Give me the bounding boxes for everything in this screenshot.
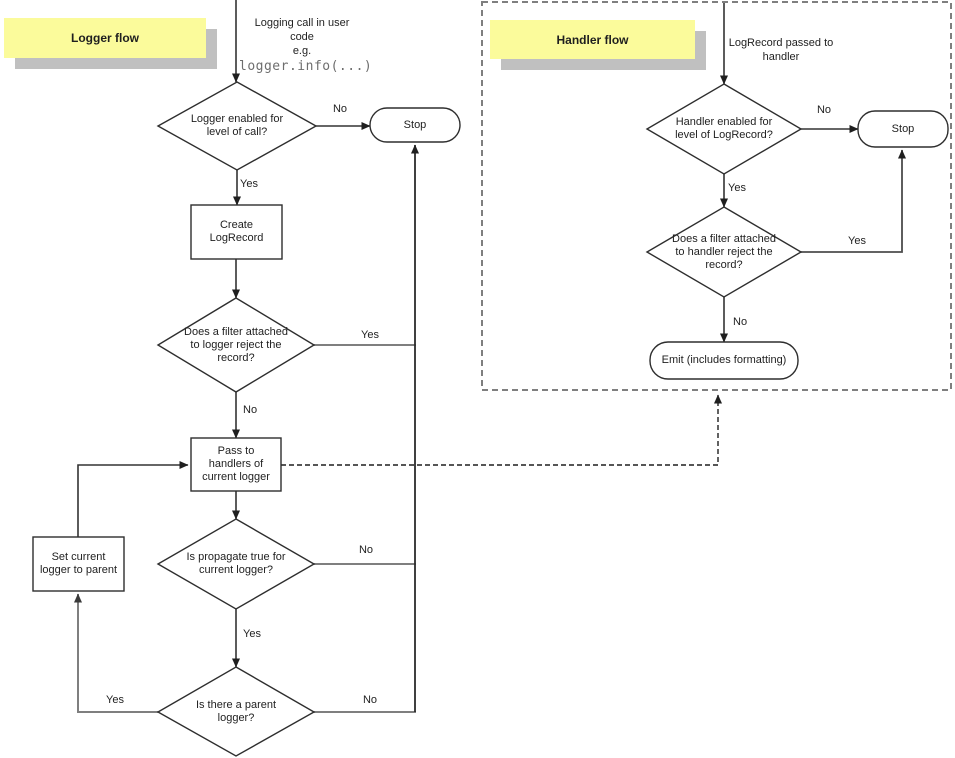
label-filter-yes: Yes bbox=[361, 329, 379, 341]
decision-logger-filter bbox=[156, 297, 316, 393]
terminator-emit-label: Emit (includes formatting) bbox=[661, 354, 787, 366]
process-pass-to-handlers-label: Pass to handlers of current logger bbox=[202, 445, 270, 483]
process-pass-to-handlers bbox=[190, 437, 282, 492]
decision-propagate bbox=[156, 518, 316, 610]
label-hfilter-yes: Yes bbox=[848, 235, 866, 247]
decision-logger-enabled-label: Logger enabled for level of call? bbox=[190, 113, 284, 138]
label-propagate-no: No bbox=[358, 544, 374, 556]
decision-parent-logger-label: Is there a parent logger? bbox=[195, 698, 277, 724]
logger-start-text: Logging call in user code e.g. bbox=[254, 17, 350, 57]
edge-hfilter-yes-to-stop bbox=[801, 149, 906, 253]
handler-start-text: LogRecord passed to handler bbox=[728, 37, 834, 63]
decision-handler-enabled-label: Handler enabled for level of LogRecord? bbox=[675, 116, 773, 141]
logger-start-code: logger.info(...) bbox=[239, 59, 373, 74]
decision-handler-enabled bbox=[645, 83, 803, 175]
decision-handler-filter bbox=[645, 206, 803, 298]
label-parent-yes: Yes bbox=[106, 694, 124, 706]
handler-flow-frame bbox=[481, 1, 952, 391]
decision-parent-logger bbox=[156, 666, 316, 757]
terminator-stop-logger-label: Stop bbox=[403, 118, 427, 131]
terminator-stop-logger bbox=[369, 107, 461, 143]
label-henabled-yes: Yes bbox=[728, 182, 746, 194]
terminator-stop-handler bbox=[857, 110, 949, 148]
terminator-stop-handler-label: Stop bbox=[891, 122, 915, 135]
handler-flow-title: Handler flow bbox=[490, 20, 695, 59]
label-propagate-yes: Yes bbox=[243, 628, 261, 640]
edge-setparent-to-pass bbox=[77, 461, 189, 537]
process-set-current-logger bbox=[32, 536, 125, 592]
label-filter-no: No bbox=[243, 404, 258, 416]
label-henabled-no: No bbox=[816, 104, 832, 116]
process-set-current-logger-label: Set current logger to parent bbox=[39, 551, 118, 576]
decision-logger-filter-label: Does a filter attached to logger reject … bbox=[184, 325, 288, 364]
label-hfilter-no: No bbox=[733, 316, 748, 328]
decision-propagate-label: Is propagate true for current logger? bbox=[186, 551, 286, 576]
process-create-logrecord bbox=[190, 204, 283, 260]
label-enabled-yes: Yes bbox=[240, 178, 258, 190]
label-parent-no: No bbox=[362, 694, 378, 706]
edge-parent-yes-to-setparent bbox=[74, 593, 158, 713]
decision-handler-filter-label: Does a filter attached to handler reject… bbox=[672, 232, 776, 271]
edge-pass-to-handler-flow-dashed bbox=[281, 394, 722, 466]
decision-logger-enabled bbox=[156, 81, 318, 171]
label-enabled-no: No bbox=[332, 103, 348, 115]
process-create-logrecord-label: Create LogRecord bbox=[209, 219, 264, 244]
terminator-emit bbox=[649, 341, 799, 380]
logger-flow-title: Logger flow bbox=[4, 18, 206, 58]
